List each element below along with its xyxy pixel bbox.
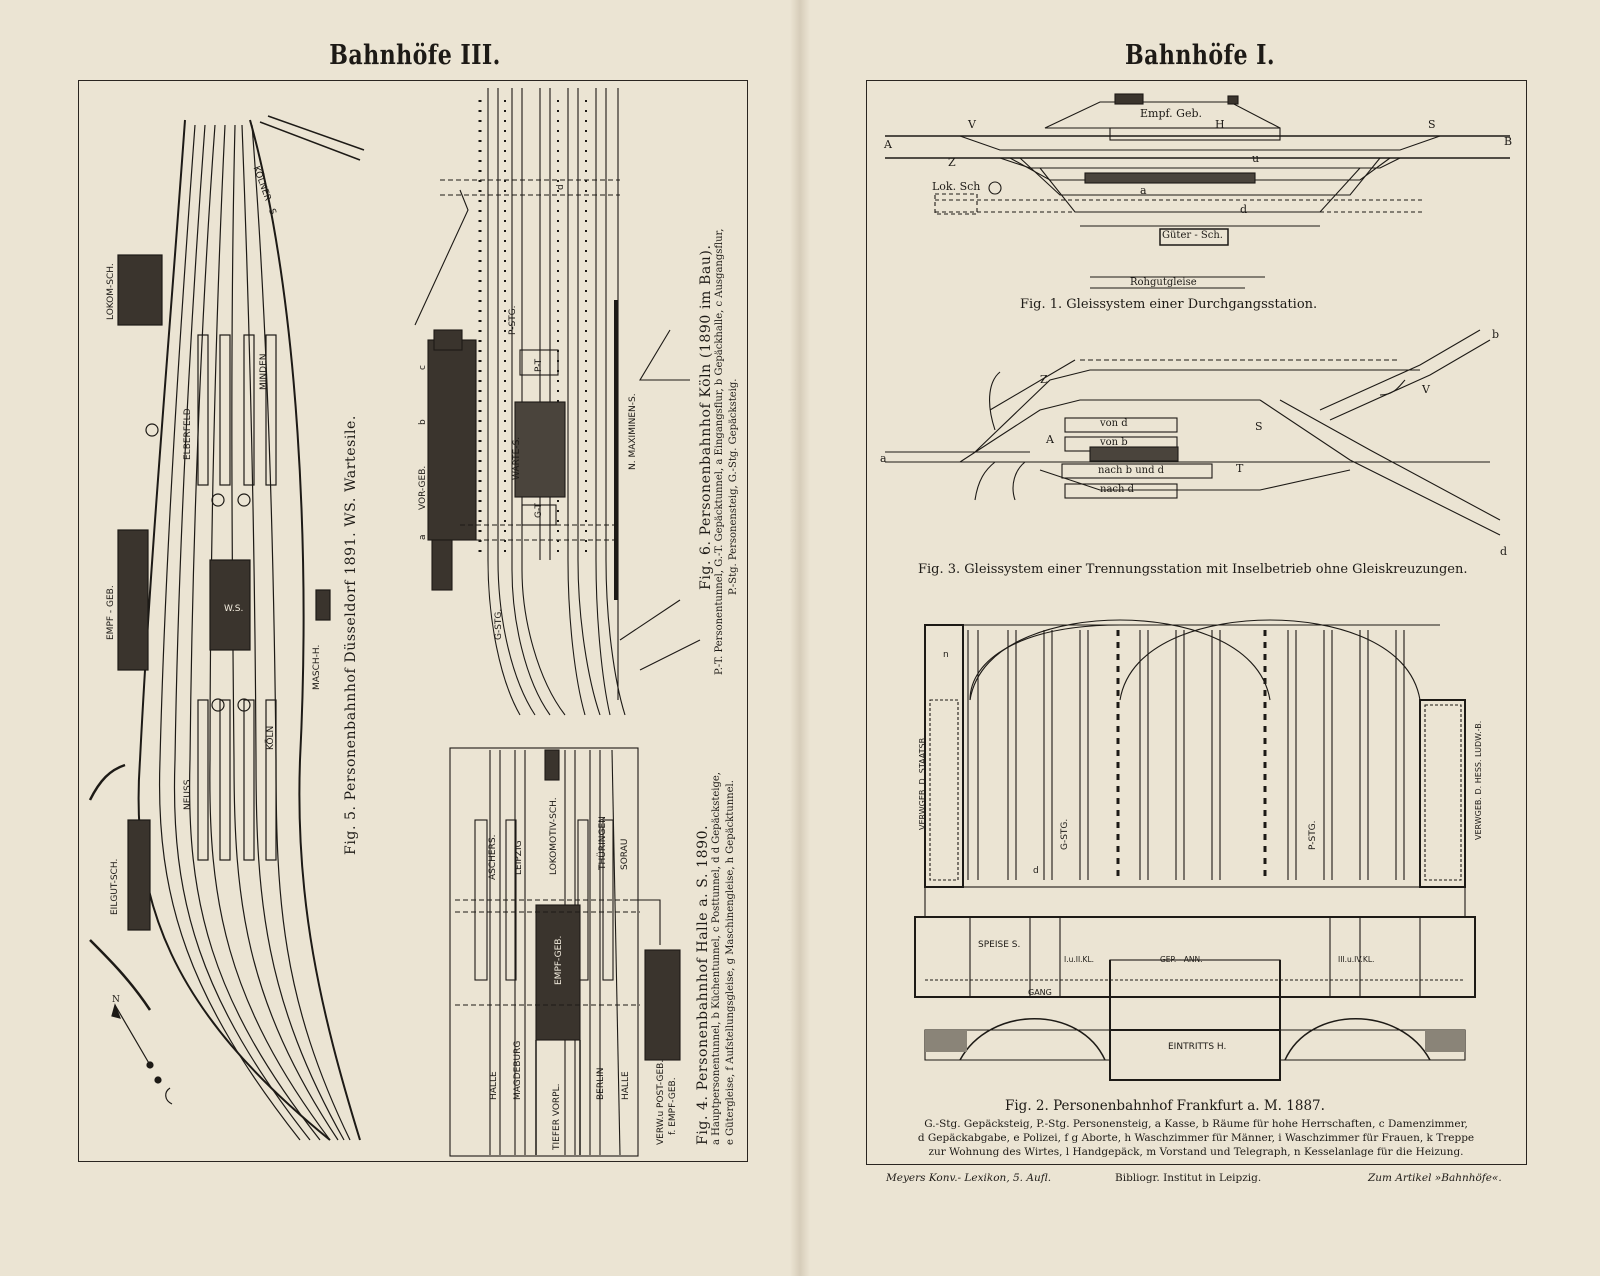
fig2-label-speise-s: SPEISE S. <box>978 940 1021 950</box>
fig1-label-a-track: a <box>1140 184 1147 197</box>
fig2-label-verwgeb-staatsb: VERWGEB. D. STAATSB. <box>918 735 927 830</box>
fig3-label-a: a <box>880 452 887 465</box>
left-page-title: Bahnhöfe III. <box>329 40 501 71</box>
left-plate-frame <box>78 80 748 1162</box>
right-plate-frame <box>866 80 1527 1165</box>
fig2-label-g-stg: G-STG. <box>1060 818 1070 850</box>
fig1-caption: Fig. 1. Gleissystem einer Durchgangsstat… <box>1020 297 1318 312</box>
fig2-label-gep-ann: GEP. - ANN. <box>1160 955 1203 964</box>
fig1-label-lok-sch: Lok. Sch <box>932 180 981 193</box>
fig3-label-z: Z <box>1040 373 1048 386</box>
fig2-caption: Fig. 2. Personenbahnhof Frankfurt a. M. … <box>1005 1098 1325 1114</box>
fig3-label-v: V <box>1422 383 1430 396</box>
fig3-label-von-b: von b <box>1100 437 1128 448</box>
page-gutter <box>790 0 810 1276</box>
fig6-koeln-plan <box>414 88 701 716</box>
fig2-label-d: d <box>1033 866 1039 876</box>
fig3-caption: Fig. 3. Gleissystem einer Trennungsstati… <box>918 562 1468 577</box>
fig2-label-gang: GANG <box>1028 988 1052 997</box>
footer-publication: Meyers Konv.- Lexikon, 5. Aufl. <box>886 1172 1052 1184</box>
fig2-legend: G.-Stg. Gepäcksteig, P.-Stg. Personenste… <box>872 1117 1520 1159</box>
fig5-label-north: N <box>112 995 120 1005</box>
footer-article-ref: Zum Artikel »Bahnhöfe«. <box>1368 1172 1502 1184</box>
fig3-label-a-platform: A <box>1046 433 1054 446</box>
fig3-label-b: b <box>1492 328 1500 341</box>
fig1-label-z: Z <box>948 156 956 169</box>
fig2-label-kl-3-4: III.u.IV.KL. <box>1338 955 1375 964</box>
fig1-label-a: A <box>884 138 892 151</box>
fig1-label-rohgutgleise: Rohgutgleise <box>1130 277 1197 288</box>
right-page-title: Bahnhöfe I. <box>1124 40 1276 71</box>
fig5-label-ws: W.S. <box>224 604 244 614</box>
fig3-label-t: T <box>1236 462 1244 475</box>
fig2-legend-line-3: zur Wohnung des Wirtes, l Handgepäck, m … <box>928 1146 1464 1158</box>
fig5-dusseldorf-plan <box>88 115 365 1141</box>
fig2-label-n: n <box>943 650 949 660</box>
footer-publisher: Bibliogr. Institut in Leipzig. <box>1115 1172 1262 1184</box>
fig2-label-kl-1-2: I.u.II.KL. <box>1064 955 1095 964</box>
fig1-label-b: B <box>1504 135 1513 148</box>
fig2-legend-line-1: G.-Stg. Gepäcksteig, P.-Stg. Personenste… <box>924 1118 1468 1130</box>
fig1-label-gueter-sch: Güter - Sch. <box>1162 230 1223 241</box>
fig3-label-d: d <box>1500 545 1508 558</box>
fig1-label-u: u <box>1252 152 1260 165</box>
fig3-label-von-d: von d <box>1100 418 1128 429</box>
fig1-label-v: V <box>968 118 976 131</box>
fig2-label-p-stg: P-STG. <box>1308 820 1318 850</box>
fig3-label-nach-b-und-d: nach b und d <box>1098 465 1165 476</box>
fig1-label-h: H <box>1215 118 1225 131</box>
fig2-label-verwgeb-hess: VERWGEB. D. HESS. LUDW.-B. <box>1474 720 1483 840</box>
fig2-legend-line-2: d Gepäckabgabe, e Polizei, f g Aborte, h… <box>917 1132 1475 1144</box>
fig1-label-s: S <box>1428 118 1436 131</box>
fig3-label-s: S <box>1255 420 1263 433</box>
fig4-halle-plan <box>449 747 681 1157</box>
fig2-label-eintritts-h: EINTRITTS H. <box>1168 1042 1227 1052</box>
fig1-label-d: d <box>1240 203 1248 216</box>
fig3-label-nach-d: nach d <box>1100 484 1135 495</box>
fig1-label-empf-geb: Empf. Geb. <box>1140 107 1203 120</box>
